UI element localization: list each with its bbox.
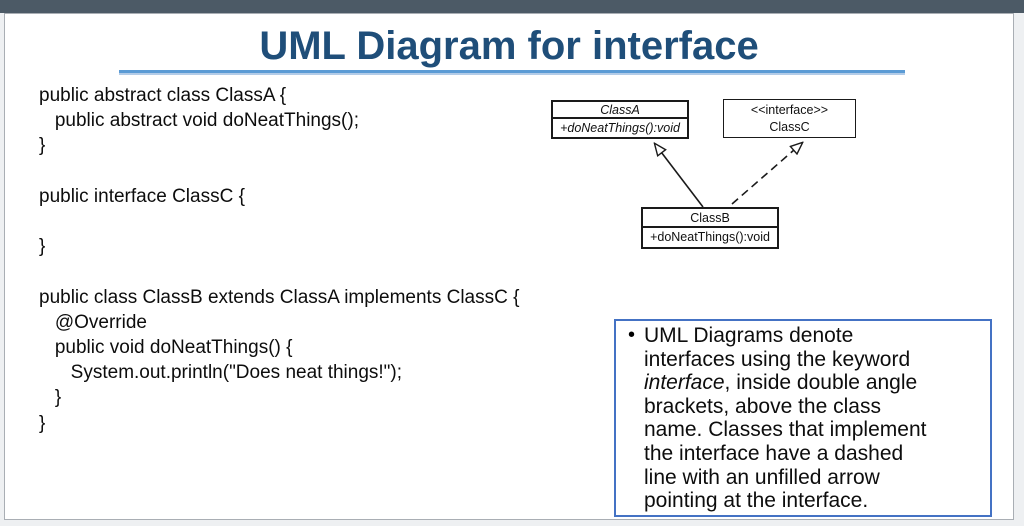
classc-stereotype: <<interface>> — [750, 102, 829, 117]
slide-title: UML Diagram for interface — [259, 24, 759, 68]
class-box-classb: ClassB +doNeatThings():void — [641, 207, 779, 249]
class-box-classa: ClassA +doNeatThings():void — [551, 100, 689, 139]
uml-connectors — [541, 96, 873, 208]
classc-name: ClassC — [769, 119, 810, 134]
note-text-after: , inside double angle brackets, above th… — [644, 371, 927, 513]
uml-diagram: ClassA +doNeatThings():void <<interface>… — [541, 96, 873, 266]
note-text-before: UML Diagrams denote interfaces using the… — [644, 324, 911, 371]
realization-arrow-classb-to-classc — [731, 143, 802, 205]
generalization-arrow-classb-to-classa — [655, 144, 704, 208]
note-text: UML Diagrams denote interfaces using the… — [644, 324, 926, 512]
classb-method: +doNeatThings():void — [650, 230, 770, 244]
bullet-glyph: • — [628, 324, 636, 346]
classb-name: ClassB — [643, 209, 777, 228]
java-code-block: public abstract class ClassA { public ab… — [39, 85, 520, 434]
top-bar — [0, 0, 1024, 13]
title-underline — [119, 70, 905, 75]
note-italic-word: interface — [644, 371, 725, 395]
classa-method: +doNeatThings():void — [560, 121, 680, 135]
classa-name: ClassA — [553, 102, 687, 119]
slide: UML Diagram for interface public abstrac… — [4, 13, 1014, 520]
interface-box-classc: <<interface>> ClassC — [723, 99, 856, 138]
note-box: • UML Diagrams denote interfaces using t… — [614, 319, 992, 517]
